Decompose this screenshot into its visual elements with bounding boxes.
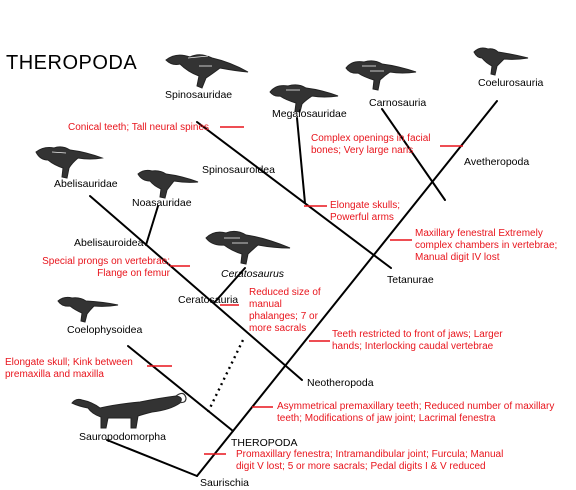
taxon-carnosauria: Carnosauria [369,97,427,109]
branch-main-spine [196,100,498,477]
taxon-tetanurae: Tetanurae [387,274,434,286]
branch-sauropodomorpha [106,439,198,477]
synapomorphy-promaxillary: Promaxillary fenestra; Intramandibular j… [236,449,504,472]
branch-coelophysoidea [127,345,234,432]
branch-carnosauria [381,108,446,201]
branch-noasauridae [145,205,159,246]
synapomorphy-reduced-size: Reduced size of manual phalanges; 7 or m… [249,287,321,334]
synapomorphy-asymmetrical: Asymmetrical premaxillary teeth; Reduced… [277,401,555,424]
branch-megalosauridae [296,117,306,204]
branch-ceratosauria [89,195,303,381]
abelisaurid-icon [35,146,104,179]
taxon-saurischia: Saurischia [200,477,250,489]
synapomorphy-elongate-skulls: Elongate skulls; Powerful arms [330,200,401,223]
taxon-spinosauridae: Spinosauridae [165,89,233,101]
taxon-coelurosauria: Coelurosauria [478,77,544,89]
taxon-sauropodomorpha: Sauropodomorpha [79,431,166,443]
synapomorphy-teeth-restricted: Teeth restricted to front of jaws; Large… [332,329,503,352]
taxon-megalosauridae: Megalosauridae [272,108,347,120]
taxon-coelophysoidea: Coelophysoidea [67,324,143,336]
branch-ghost-lineage [206,339,245,413]
page-title: THEROPODA [6,52,138,74]
ceratosaurus-icon [205,230,291,265]
synapomorphy-maxillary-fenestral: Maxillary fenestral Extremely complex ch… [415,228,558,263]
coelurosaur-icon [473,47,529,76]
megalosaurid-icon [269,84,339,113]
coelophysoid-icon [57,296,119,323]
taxon-neotheropoda: Neotheropoda [307,377,374,389]
carnosaur-icon [345,60,417,91]
synapomorphy-special-prongs: Special prongs on vertebrae; Flange on f… [42,256,170,279]
taxon-noasauridae: Noasauridae [132,197,192,209]
sauropodomorph-icon [71,392,187,429]
noasaurid-icon [137,169,199,199]
synapomorphy-elongate-skull: Elongate skull; Kink between premaxilla … [5,357,133,380]
taxon-ceratosaurus: Ceratosaurus [221,268,285,280]
taxon-theropoda: THEROPODA [231,437,298,449]
synapomorphy-complex-openings: Complex openings in facial bones; Very l… [311,133,431,156]
branch-ceratosaurus [213,267,246,304]
taxon-avetheropoda: Avetheropoda [464,156,530,168]
spinosaurid-icon [165,54,249,89]
branch-tetanurae [196,121,392,269]
taxon-abelisauridae: Abelisauridae [54,178,118,190]
taxon-abelisauroidea: Abelisauroidea [74,237,144,249]
taxon-spinosauroidea: Spinosauroidea [202,164,275,176]
taxon-ceratosauria: Ceratosauria [178,294,239,306]
synapomorphy-conical-teeth: Conical teeth; Tall neural spines [68,122,210,133]
